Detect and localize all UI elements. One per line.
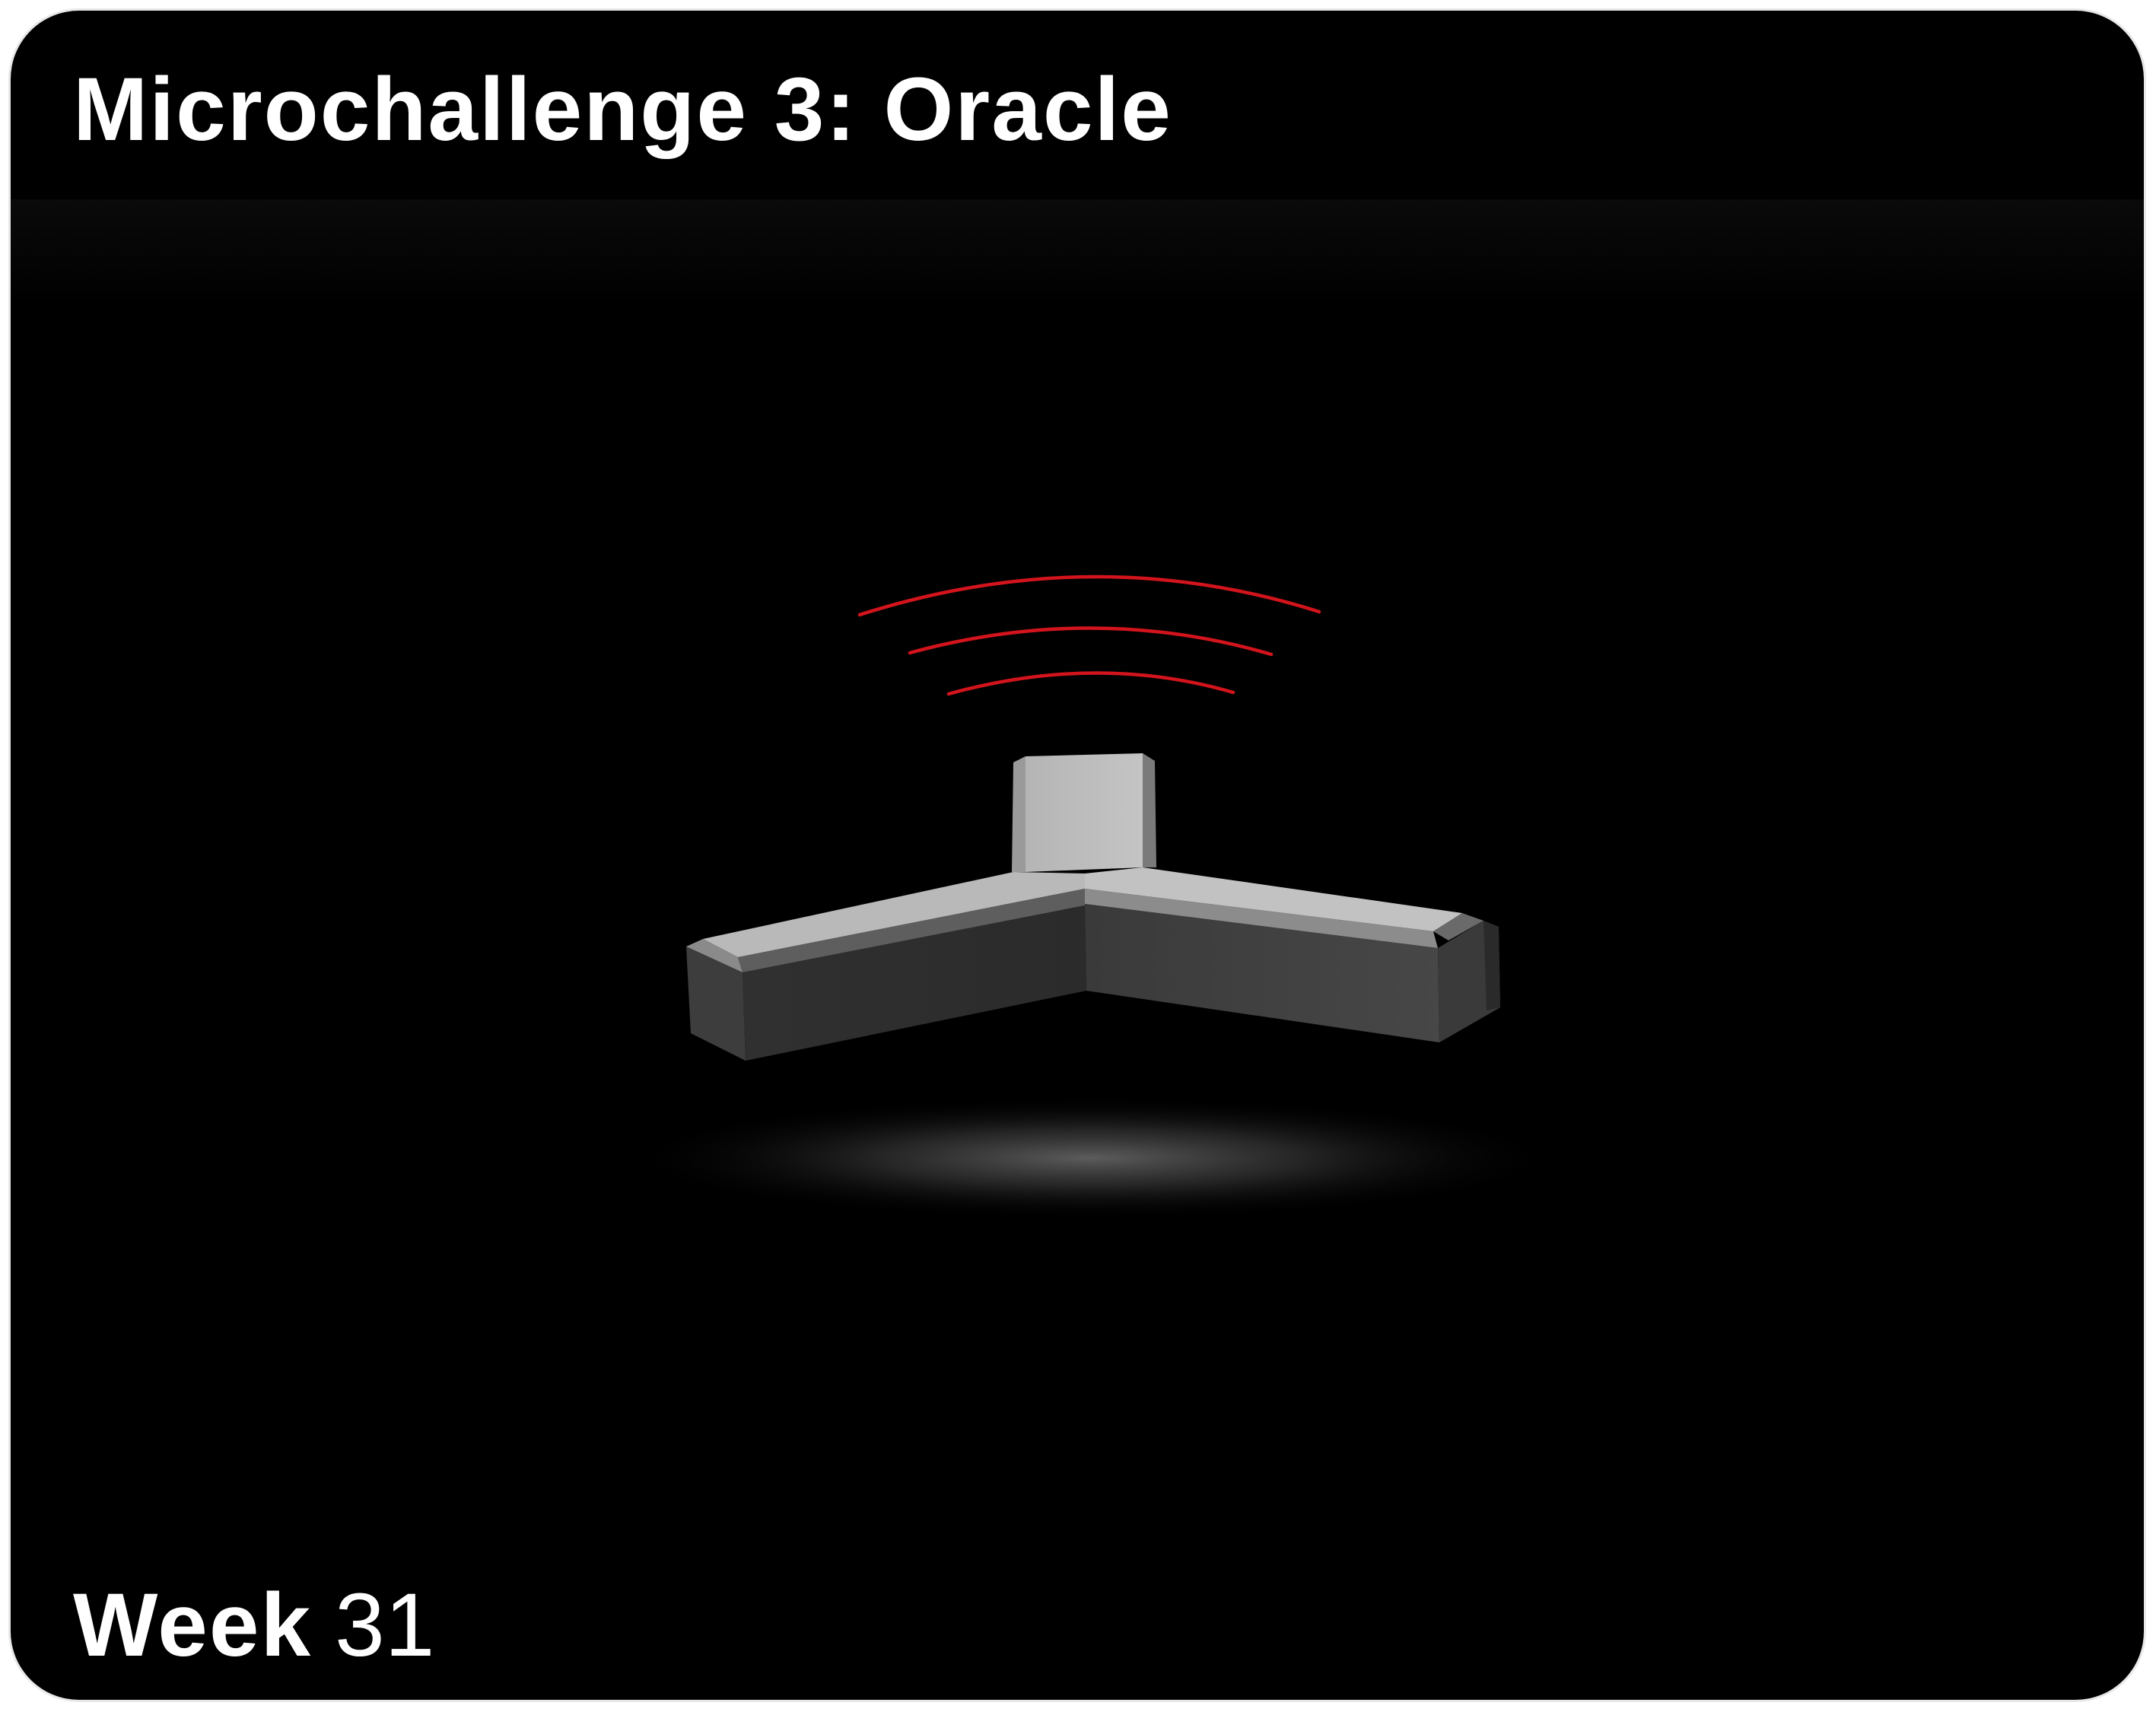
signal-wave-inner (946, 671, 1235, 696)
page-title: Microchallenge 3: Oracle (73, 59, 1172, 160)
signal-waves-icon (857, 574, 1321, 696)
signal-wave-outer (857, 574, 1321, 617)
floor-shadow (619, 1096, 1563, 1220)
illustration-area (11, 199, 2144, 1523)
oracle-tripod-icon (686, 753, 1500, 1061)
week-number: 31 (335, 1575, 435, 1675)
week-label: Week (73, 1575, 313, 1675)
signal-wave-middle (908, 626, 1274, 657)
challenge-card: Microchallenge 3: Oracle (11, 11, 2144, 1700)
oracle-illustration (619, 574, 1563, 1220)
